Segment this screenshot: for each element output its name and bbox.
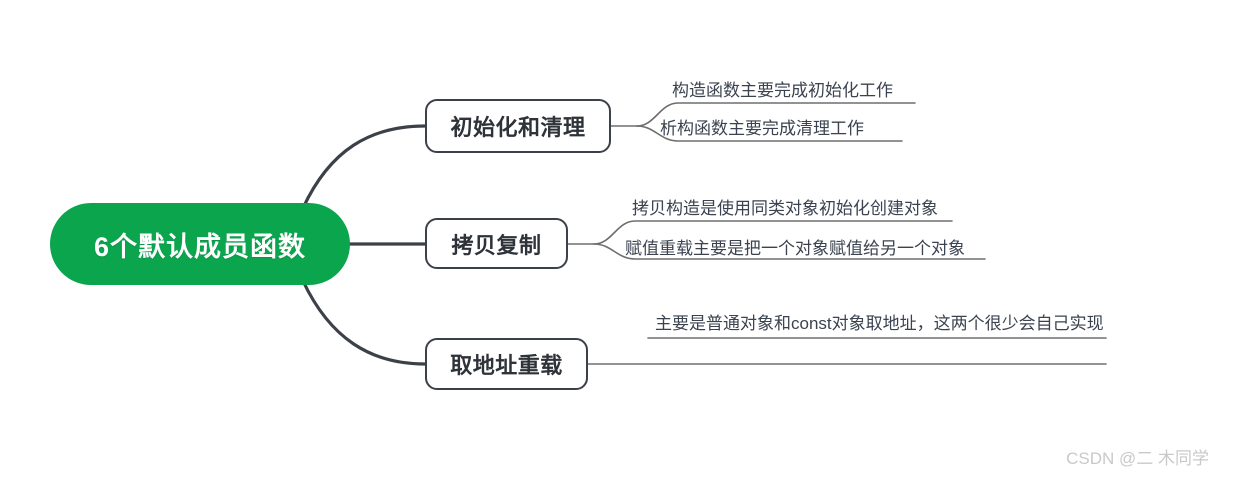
branch-node-initialization[interactable]: 初始化和清理 [425,99,611,153]
branch-node-address-overload[interactable]: 取地址重载 [425,338,588,390]
branch-node-copy[interactable]: 拷贝复制 [425,218,568,269]
edge-root-to-branch-0 [301,124,427,210]
branch-node-label: 拷贝复制 [451,232,542,258]
edge-root-to-branch-2 [301,279,427,366]
root-node[interactable]: 6个默认成员函数 [50,203,350,285]
branch-node-label: 初始化和清理 [450,115,586,140]
leaf-label-copy-constructor: 拷贝构造是使用同类对象初始化创建对象 [632,199,938,218]
leaf-label-destructor: 析构函数主要完成清理工作 [660,119,864,138]
branch-node-label: 取地址重载 [450,353,563,378]
leaf-label-assignment-operator: 赋值重载主要是把一个对象赋值给另一个对象 [625,239,965,258]
watermark: CSDN @二 木同学 [1066,449,1209,468]
leaf-label-address-operator: 主要是普通对象和const对象取地址，这两个很少会自己实现 [655,314,1104,333]
root-node-label: 6个默认成员函数 [93,231,307,262]
leaf-label-constructor: 构造函数主要完成初始化工作 [672,81,893,100]
